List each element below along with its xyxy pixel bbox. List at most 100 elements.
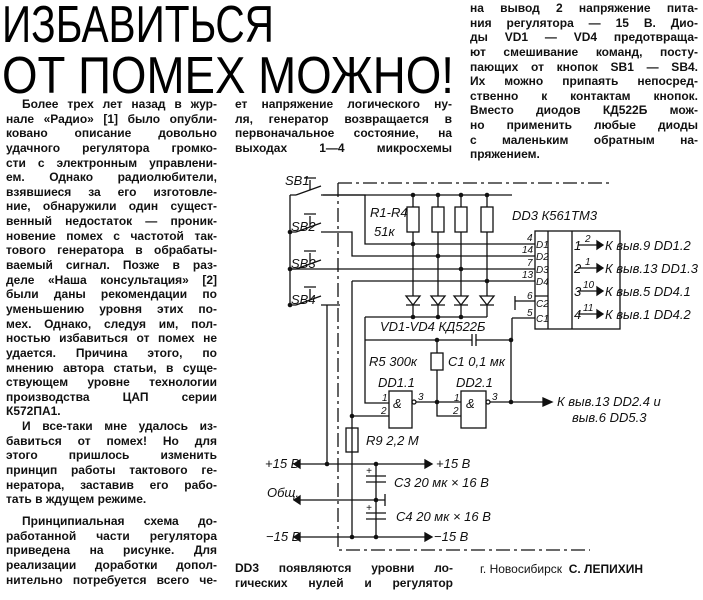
text-line: ковано описание довольно [6, 126, 217, 141]
text-line: были даны рекомендации по [6, 287, 217, 302]
text-line: К572ПА1. [6, 404, 61, 419]
text-line: производства ЦАП серии [6, 389, 217, 404]
chip-input: C1 [536, 314, 549, 325]
chip-output: 3 [574, 284, 582, 299]
output-label: К выв.13 DD1.3 [605, 261, 699, 276]
paragraph-3: Принципиальная схема до-работанной части… [6, 514, 217, 587]
polarity-mark: + [366, 466, 372, 477]
pin-number: 7 [527, 258, 533, 269]
output-label: К выв.1 DD4.2 [605, 307, 691, 322]
author: С. ЛЕПИХИН [568, 562, 644, 576]
resistors-value: 51к [374, 224, 395, 239]
text-line: гических нулей и регулятор [235, 575, 453, 590]
pin-number: 4 [527, 233, 533, 244]
chip-output: 4 [574, 307, 581, 322]
text-line: DD3 появляются уровни ло- [235, 561, 453, 575]
text-line: приведена на рисунке. Для [6, 543, 217, 558]
pin-number: 5 [527, 308, 533, 319]
article-title: ИЗБАВИТЬСЯ ОТ ПОМЕХ МОЖНО! [2, 0, 454, 100]
pin-number: 6 [527, 291, 533, 302]
power-rails [292, 458, 434, 543]
text-line: ственно к контактам кнопок. [470, 88, 698, 103]
text-line: нератора, заставив его рабо- [6, 477, 217, 492]
chip-output: 1 [574, 238, 581, 253]
text-line: Их можно припаять непосред- [470, 74, 698, 89]
text-line: выходах 1—4 микросхемы [235, 140, 452, 155]
text-line: Вместо диодов КД522Б мож- [470, 103, 698, 118]
pin-number: 1 [382, 393, 388, 404]
pin-number: 3 [418, 392, 424, 403]
c1-label: C1 0,1 мк [448, 354, 506, 369]
text-line: с маленьким обратным на- [470, 132, 698, 147]
chip-input: D2 [536, 252, 549, 263]
chip-dd3 [511, 230, 621, 341]
shield-boundary [337, 182, 610, 551]
common-label: Общ. [267, 485, 299, 500]
diodes [364, 295, 496, 404]
plus15-label: +15 В [265, 456, 300, 471]
text-line: мнению автора статьи, в суще- [6, 360, 217, 375]
text-line: ния регулятора — 15 В. Дио- [470, 15, 698, 30]
output-label: К выв.5 DD4.1 [605, 284, 691, 299]
column-2-top: ет напряжение логического ну-ля, генерат… [235, 97, 452, 156]
resistors-label: R1-R4 [370, 205, 408, 220]
switch-label: SB3 [291, 256, 316, 271]
text-line: ностью избавиться от помех не [6, 331, 217, 346]
text-line: тового генератора в обрабаты- [6, 243, 217, 258]
text-line: новение помех с частотой так- [6, 228, 217, 243]
chip-input: D3 [536, 265, 549, 276]
text-line: нительно потребуется всего че- [6, 572, 217, 587]
pin-number: 2 [452, 406, 459, 417]
minus15-label: −15 В [266, 529, 301, 544]
junction-dots [287, 192, 514, 540]
pin-number: 2 [584, 234, 591, 245]
switch-label: SB1 [285, 173, 310, 188]
text-line: нале «Радио» [1] было опубли- [6, 111, 217, 126]
text-line: ля, генератор возвращается в [235, 111, 452, 126]
pin-number: 3 [492, 392, 498, 403]
text-line: взявшиеся за его изготовле- [6, 184, 217, 199]
pin-number: 14 [522, 245, 534, 256]
text-line: удачного регулятора громко- [6, 140, 217, 155]
column-3: на вывод 2 напряжение пита-ния регулятор… [470, 1, 698, 162]
pin-number: 1 [454, 393, 460, 404]
text-line: Принципиальная схема до- [22, 513, 217, 528]
signature: г. Новосибирск С. ЛЕПИХИН [480, 562, 643, 576]
plus15-label: +15 В [436, 456, 471, 471]
resistors-r1-r4 [323, 194, 512, 296]
text-line: ем. Однако радиолюбители, [6, 170, 217, 185]
chip-input: D1 [536, 240, 549, 251]
text-line: ваемый сигнал. Позже в раз- [6, 258, 217, 273]
gate-output-label: К выв.13 DD2.4 и [557, 394, 661, 409]
text-line: бавиться от помех! Но для [6, 433, 217, 448]
column-2-bottom: DD3 появляются уровни ло-гических нулей … [235, 561, 453, 590]
c4-label: C4 20 мк × 16 В [396, 509, 491, 524]
switch-label: SB4 [291, 292, 316, 307]
pin-number: 10 [583, 280, 595, 291]
pin-number: 1 [585, 257, 591, 268]
polarity-mark: + [366, 503, 372, 514]
gate-symbol: & [393, 396, 402, 411]
chip-input: D4 [536, 277, 549, 288]
text-line: этого пришлось изменить [6, 448, 217, 463]
text-line: ды VD1 — VD4 предотвраща- [470, 30, 698, 45]
r9-label: R9 2,2 М [366, 433, 419, 448]
output-label: К выв.9 DD1.2 [605, 238, 691, 253]
text-line: пающих от кнопок SB1 — SB4. [470, 59, 698, 74]
text-line: уменьшению уровня этих по- [6, 301, 217, 316]
text-line: работанной части регулятора [6, 528, 217, 543]
gate-label: DD1.1 [378, 375, 415, 390]
city: г. Новосибирск [480, 562, 563, 576]
gate-output-label: выв.6 DD5.3 [572, 410, 647, 425]
text-line: сти с электронным управлени- [6, 155, 217, 170]
chip-output: 2 [573, 261, 582, 276]
text-line: принцип работы тактового ге- [6, 463, 217, 478]
pin-number: 13 [522, 270, 534, 281]
text-line: реализации доработки допол- [6, 557, 217, 572]
text-line: мех. Однако, следуя им, пол- [6, 316, 217, 331]
text-line: удается. Причина этого, по [6, 345, 217, 360]
text-line: ствующем уровне технологии [6, 375, 217, 390]
text-line: Более трех лет назад в жур- [22, 97, 217, 111]
text-line: венный недостаток — проник- [6, 214, 217, 229]
